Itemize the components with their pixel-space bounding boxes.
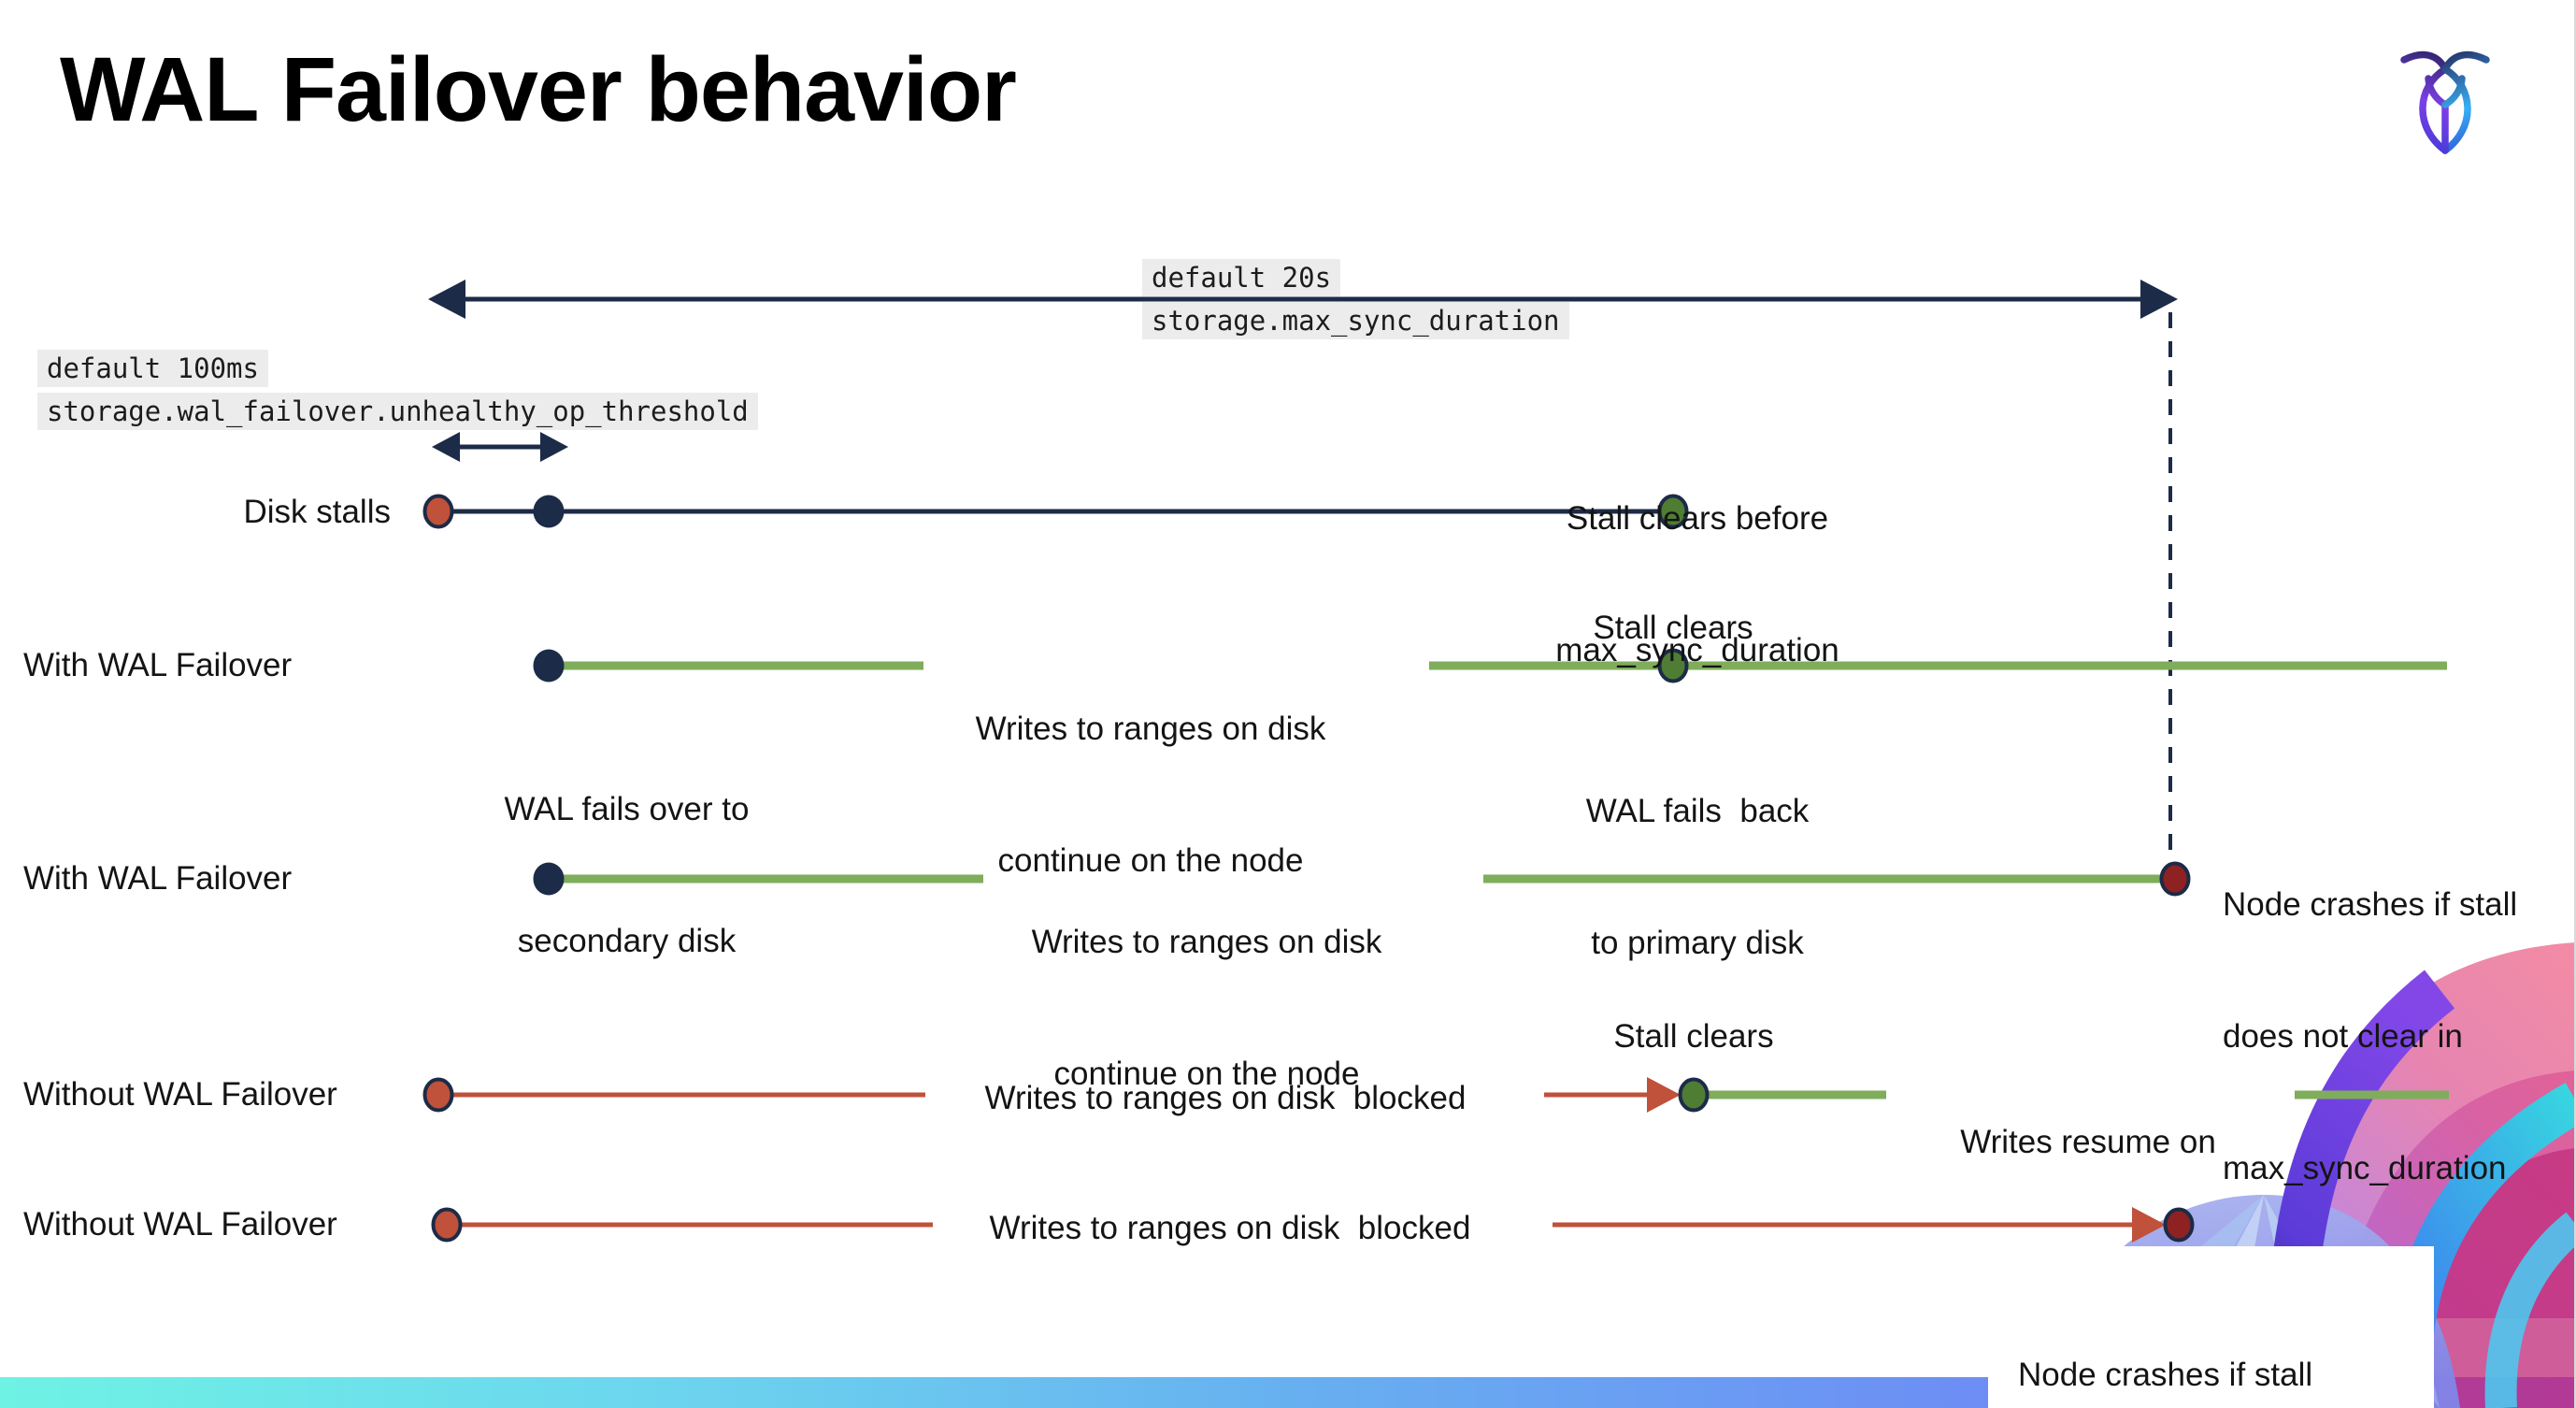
row5-label: Without WAL Failover (23, 1206, 337, 1243)
row3-failover-dot (533, 862, 565, 896)
max-sync-setting-tag: storage.max_sync_duration (1142, 302, 1569, 339)
logo-antenna-left (2400, 50, 2449, 73)
row5-writes-note: Writes to ranges on disk blocked (989, 1210, 1471, 1246)
row5-crash-note: Node crashes if stall does not clear in … (2018, 1357, 2313, 1393)
row5-crash-dot (2163, 1207, 2195, 1243)
logo-body-right (2441, 65, 2471, 154)
logo-body-left (2419, 65, 2449, 154)
arrowhead-left-icon (428, 280, 465, 319)
max-sync-default-tag: default 20s (1142, 259, 1341, 296)
arrowhead-left-icon (432, 432, 460, 462)
logo-antenna-right (2441, 50, 2490, 73)
row2-fails-back-note: WAL fails back to primary disk (1585, 793, 1810, 961)
row2-stall-clears-dot (1657, 648, 1689, 683)
row5-crash-callout-box: Node crashes if stall does not clear in … (1988, 1246, 2434, 1408)
arrowhead-right-icon (540, 432, 568, 462)
row1-stall-clears-dot (1657, 494, 1689, 529)
row1-threshold-dot (533, 495, 565, 528)
logo-stem-right (2441, 75, 2466, 108)
row2-fails-over-note: WAL fails over to secondary disk (504, 791, 750, 959)
row4-stall-start-dot (422, 1077, 454, 1113)
row2-writes-note: Writes to ranges on disk continue on the… (975, 711, 1326, 879)
row5-stall-start-dot (431, 1207, 463, 1243)
row1-stall-clears-note: Stall clears before max_sync_duration (1555, 500, 1839, 668)
row3-writes-note: Writes to ranges on disk continue on the… (1031, 924, 1382, 1092)
row4-label: Without WAL Failover (23, 1076, 337, 1113)
unhealthy-op-threshold-label: default 100ms storage.wal_failover.unhea… (37, 350, 758, 430)
threshold-setting-tag: storage.wal_failover.unhealthy_op_thresh… (37, 393, 758, 430)
row4-stall-clears-dot (1678, 1077, 1710, 1113)
row4-stall-clears-note: Stall clears (1613, 1018, 1774, 1055)
row3-label: With WAL Failover (23, 860, 293, 897)
row1-stall-start-dot (422, 494, 454, 529)
row3-crash-dot (2159, 861, 2191, 897)
max-sync-duration-label: default 20s storage.max_sync_duration (1142, 259, 1569, 339)
cockroachdb-logo-icon (2400, 50, 2490, 154)
row3-crash-note: Node crashes if stall does not clear in … (2223, 886, 2518, 1186)
row4-writes-note: Writes to ranges on disk blocked (984, 1080, 1467, 1116)
page-title: WAL Failover behavior (60, 38, 1017, 140)
arrowhead-right-icon (1647, 1077, 1681, 1113)
artwork-cyan-arc-small (2484, 1212, 2574, 1408)
row2-label: With WAL Failover (23, 647, 293, 683)
threshold-default-tag: default 100ms (37, 350, 268, 387)
arrowhead-right-icon (2132, 1207, 2166, 1243)
arrowhead-right-icon (2140, 280, 2178, 319)
row2-failover-dot (533, 649, 565, 682)
row1-label: Disk stalls (243, 494, 391, 530)
row2-stall-clears-note: Stall clears (1593, 610, 1753, 646)
